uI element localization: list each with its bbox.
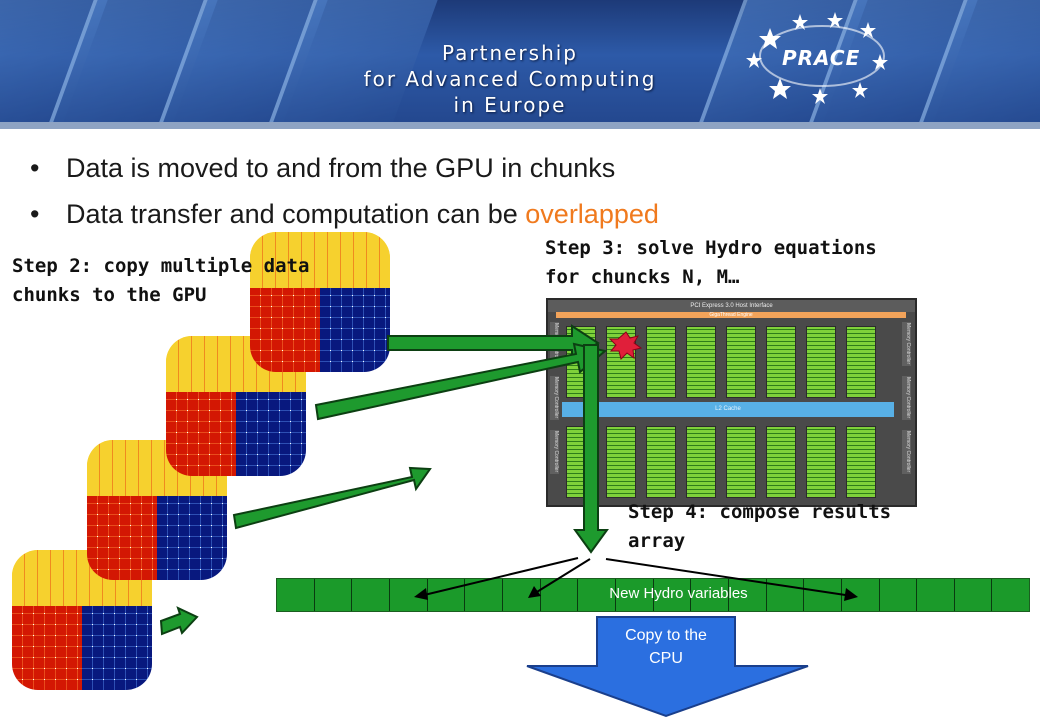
bullet-list: Data is moved to and from the GPU in chu… — [30, 148, 659, 240]
array-cell — [540, 579, 579, 611]
gpu-host-interface: PCI Express 3.0 Host Interface — [548, 300, 915, 312]
copy-to-cpu-label: Copy to the CPU — [600, 624, 732, 670]
transfer-arrows — [159, 324, 609, 636]
array-cell — [615, 579, 654, 611]
results-array — [276, 578, 1030, 612]
array-cell — [277, 579, 315, 611]
gpu-memory-controller: Memory Controller — [550, 376, 559, 420]
data-chunk-cube-4 — [250, 232, 390, 372]
bullet-highlight-word: overlapped — [525, 199, 659, 229]
array-cell — [917, 579, 955, 611]
gpu-sm-block — [766, 326, 796, 398]
array-cell — [578, 579, 616, 611]
gpu-sm-block — [646, 426, 676, 498]
chunk-arrow-1 — [159, 606, 199, 636]
array-cell — [653, 579, 692, 611]
bullet-text-1: Data is moved to and from the GPU in chu… — [66, 153, 616, 183]
gpu-sm-block — [646, 326, 676, 398]
step-4-line-2: array — [628, 530, 686, 552]
distribution-arrows — [419, 557, 853, 597]
data-chunk-cube-1 — [12, 550, 152, 690]
gpu-sm-block — [726, 426, 756, 498]
results-array-label: New Hydro variables — [609, 585, 748, 602]
copy-to-cpu-arrow — [526, 616, 809, 718]
gpu-sm-block — [686, 326, 716, 398]
array-cell — [992, 579, 1030, 611]
array-cell — [691, 579, 729, 611]
step-3-label: Step 3: solve Hydro equations for chunck… — [545, 234, 877, 292]
step-2-line-2: chunks to the GPU — [12, 284, 207, 306]
gpu-sm-block — [806, 326, 836, 398]
copy-label-line-1: Copy to the — [625, 627, 707, 644]
arrowhead-left — [414, 588, 428, 600]
gpu-sm-block — [846, 326, 876, 398]
gpu-gigathread-engine: GigaThread Engine — [556, 312, 906, 318]
chunk-arrow-2 — [232, 466, 432, 530]
step-2-label: Step 2: copy multiple data chunks to the… — [12, 252, 309, 310]
header-title-line-1: Partnership — [441, 41, 579, 65]
array-cell — [314, 579, 353, 611]
gpu-sm-block — [846, 426, 876, 498]
array-cell — [804, 579, 842, 611]
header-title-line-2: for Advanced Computing — [363, 67, 657, 91]
copy-label-line-2: CPU — [649, 650, 683, 667]
logo-text: PRACE — [782, 46, 861, 70]
array-cell — [352, 579, 390, 611]
logo-stars-icon — [746, 12, 888, 104]
header-banner: Partnership for Advanced Computing in Eu… — [0, 0, 1040, 122]
array-cell — [954, 579, 993, 611]
gpu-sm-block — [806, 426, 836, 498]
gpu-die-diagram: PCI Express 3.0 Host Interface GigaThrea… — [546, 298, 917, 507]
header-title-line-3: in Europe — [453, 93, 567, 117]
compose-down-arrow — [573, 344, 609, 554]
compute-burst-icon — [608, 331, 643, 360]
header-title: Partnership for Advanced Computing in Eu… — [300, 40, 720, 118]
gpu-memory-controller: Memory Controller — [902, 430, 911, 474]
gpu-memory-controller: Memory Controller — [550, 430, 559, 474]
gpu-sm-block — [726, 326, 756, 398]
array-cell — [879, 579, 918, 611]
step-4-label: Step 4: compose results array — [628, 498, 891, 556]
gpu-memory-controller: Memory Controller — [902, 376, 911, 420]
gpu-l2-cache: L2 Cache — [562, 402, 894, 417]
step-3-line-2: for chuncks N, M… — [545, 266, 740, 288]
gpu-sm-block — [686, 426, 716, 498]
bullet-item-2: Data transfer and computation can be ove… — [30, 194, 659, 240]
array-cell — [427, 579, 466, 611]
gpu-memory-controller: Memory Controller — [902, 322, 911, 366]
chunk-arrow-3 — [314, 342, 608, 421]
gpu-sm-block — [606, 426, 636, 498]
bullet-text-2: Data transfer and computation can be — [66, 199, 526, 229]
step-3-line-1: Step 3: solve Hydro equations — [545, 237, 877, 259]
arrowhead-right — [844, 588, 858, 601]
prace-logo: PRACE — [740, 8, 900, 108]
header-divider — [0, 122, 1040, 129]
array-cell — [728, 579, 767, 611]
bullet-item-1: Data is moved to and from the GPU in chu… — [30, 148, 659, 194]
arrowhead-middle — [528, 586, 541, 598]
gpu-sm-block — [766, 426, 796, 498]
step-2-line-1: Step 2: copy multiple data — [12, 255, 310, 277]
step-4-line-1: Step 4: compose results — [628, 501, 892, 523]
